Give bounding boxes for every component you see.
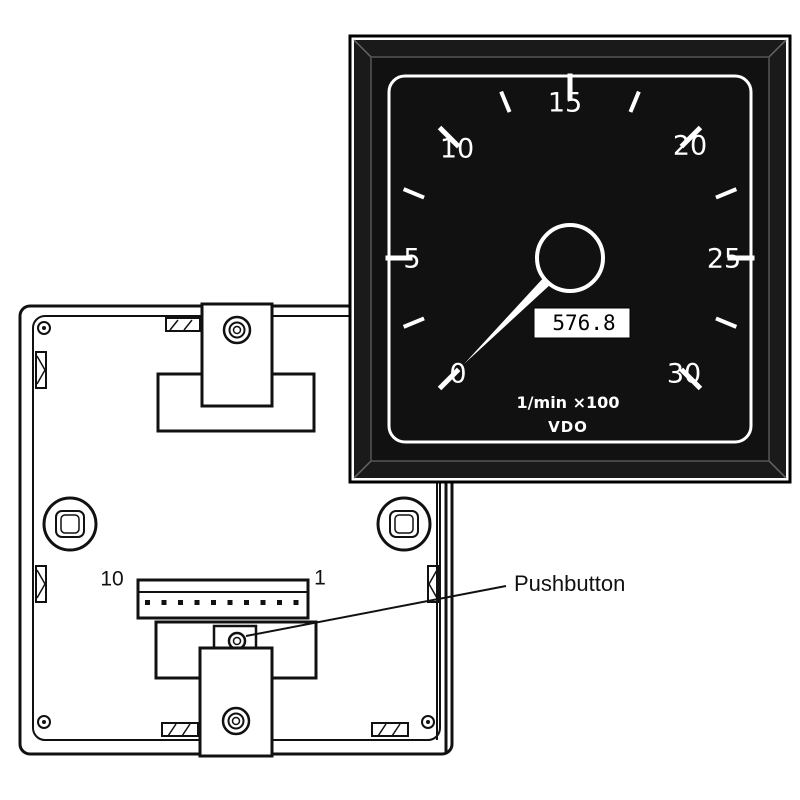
corner-screw-top-left — [37, 321, 51, 335]
gauge-tick — [499, 90, 512, 113]
scale-label-30: 30 — [667, 359, 701, 390]
brand-logo: VDO — [548, 418, 588, 436]
connector-pin — [277, 600, 282, 605]
rear-housing: 10 1 Pushbutton — [18, 302, 625, 758]
mounting-bracket-bottom — [198, 646, 274, 758]
gauge-needle — [463, 275, 553, 365]
connector-pin — [244, 600, 249, 605]
scale-label-0: 0 — [449, 359, 466, 390]
edge-tab-bottom-left — [161, 722, 199, 737]
edge-tab-bottom-right — [371, 722, 409, 737]
scale-label-5: 5 — [403, 244, 420, 275]
scale-label-20: 20 — [673, 131, 707, 162]
odometer-reading: 576.8 — [552, 311, 615, 335]
tachometer-gauge: 0 5 10 15 20 25 30 576.8 1/min ×100 VDO — [348, 34, 792, 484]
scale-label-15: 15 — [548, 88, 582, 119]
connector-pin — [211, 600, 216, 605]
bracket-nut-top — [222, 315, 252, 345]
gauge-tick — [679, 367, 703, 391]
connector-pin-label-left: 10 — [100, 568, 123, 591]
gauge-tick — [715, 187, 738, 200]
edge-tab-top — [165, 317, 201, 332]
mounting-boss-right — [376, 496, 432, 552]
gauge-tick — [628, 90, 641, 113]
side-clip-left-upper — [35, 351, 47, 389]
pushbutton-callout-line — [245, 585, 507, 637]
connector-pin — [161, 600, 167, 605]
gauge-tick — [679, 125, 703, 149]
connector-pin — [194, 600, 200, 605]
gauge-tick — [715, 316, 738, 329]
connector-pin-label-right: 1 — [314, 567, 326, 590]
connector-pin — [227, 600, 233, 605]
scale-label-10: 10 — [440, 134, 474, 165]
side-clip-left-lower — [35, 565, 47, 603]
pushbutton-callout-label: Pushbutton — [514, 571, 625, 596]
connector-pin — [145, 600, 150, 605]
corner-screw-bottom-left — [37, 715, 51, 729]
connector-pin — [293, 600, 299, 605]
gauge-tick — [437, 125, 461, 149]
gauge-tick — [402, 187, 425, 200]
unit-label: 1/min ×100 — [517, 393, 620, 412]
connector-pin — [260, 600, 266, 605]
needle-hub — [535, 223, 605, 293]
connector — [136, 578, 310, 620]
connector-pin — [178, 600, 183, 605]
mounting-bracket-top — [156, 302, 316, 433]
mounting-boss-left — [42, 496, 98, 552]
connector-pins — [145, 600, 299, 605]
scale-label-25: 25 — [707, 244, 741, 275]
gauge-tick — [402, 316, 425, 329]
bracket-nut-bottom — [221, 706, 251, 736]
gauge-tick — [437, 367, 461, 391]
odometer-display: 576.8 — [533, 307, 631, 339]
corner-screw-bottom-right — [421, 715, 435, 729]
gauge-ticks — [385, 73, 755, 391]
